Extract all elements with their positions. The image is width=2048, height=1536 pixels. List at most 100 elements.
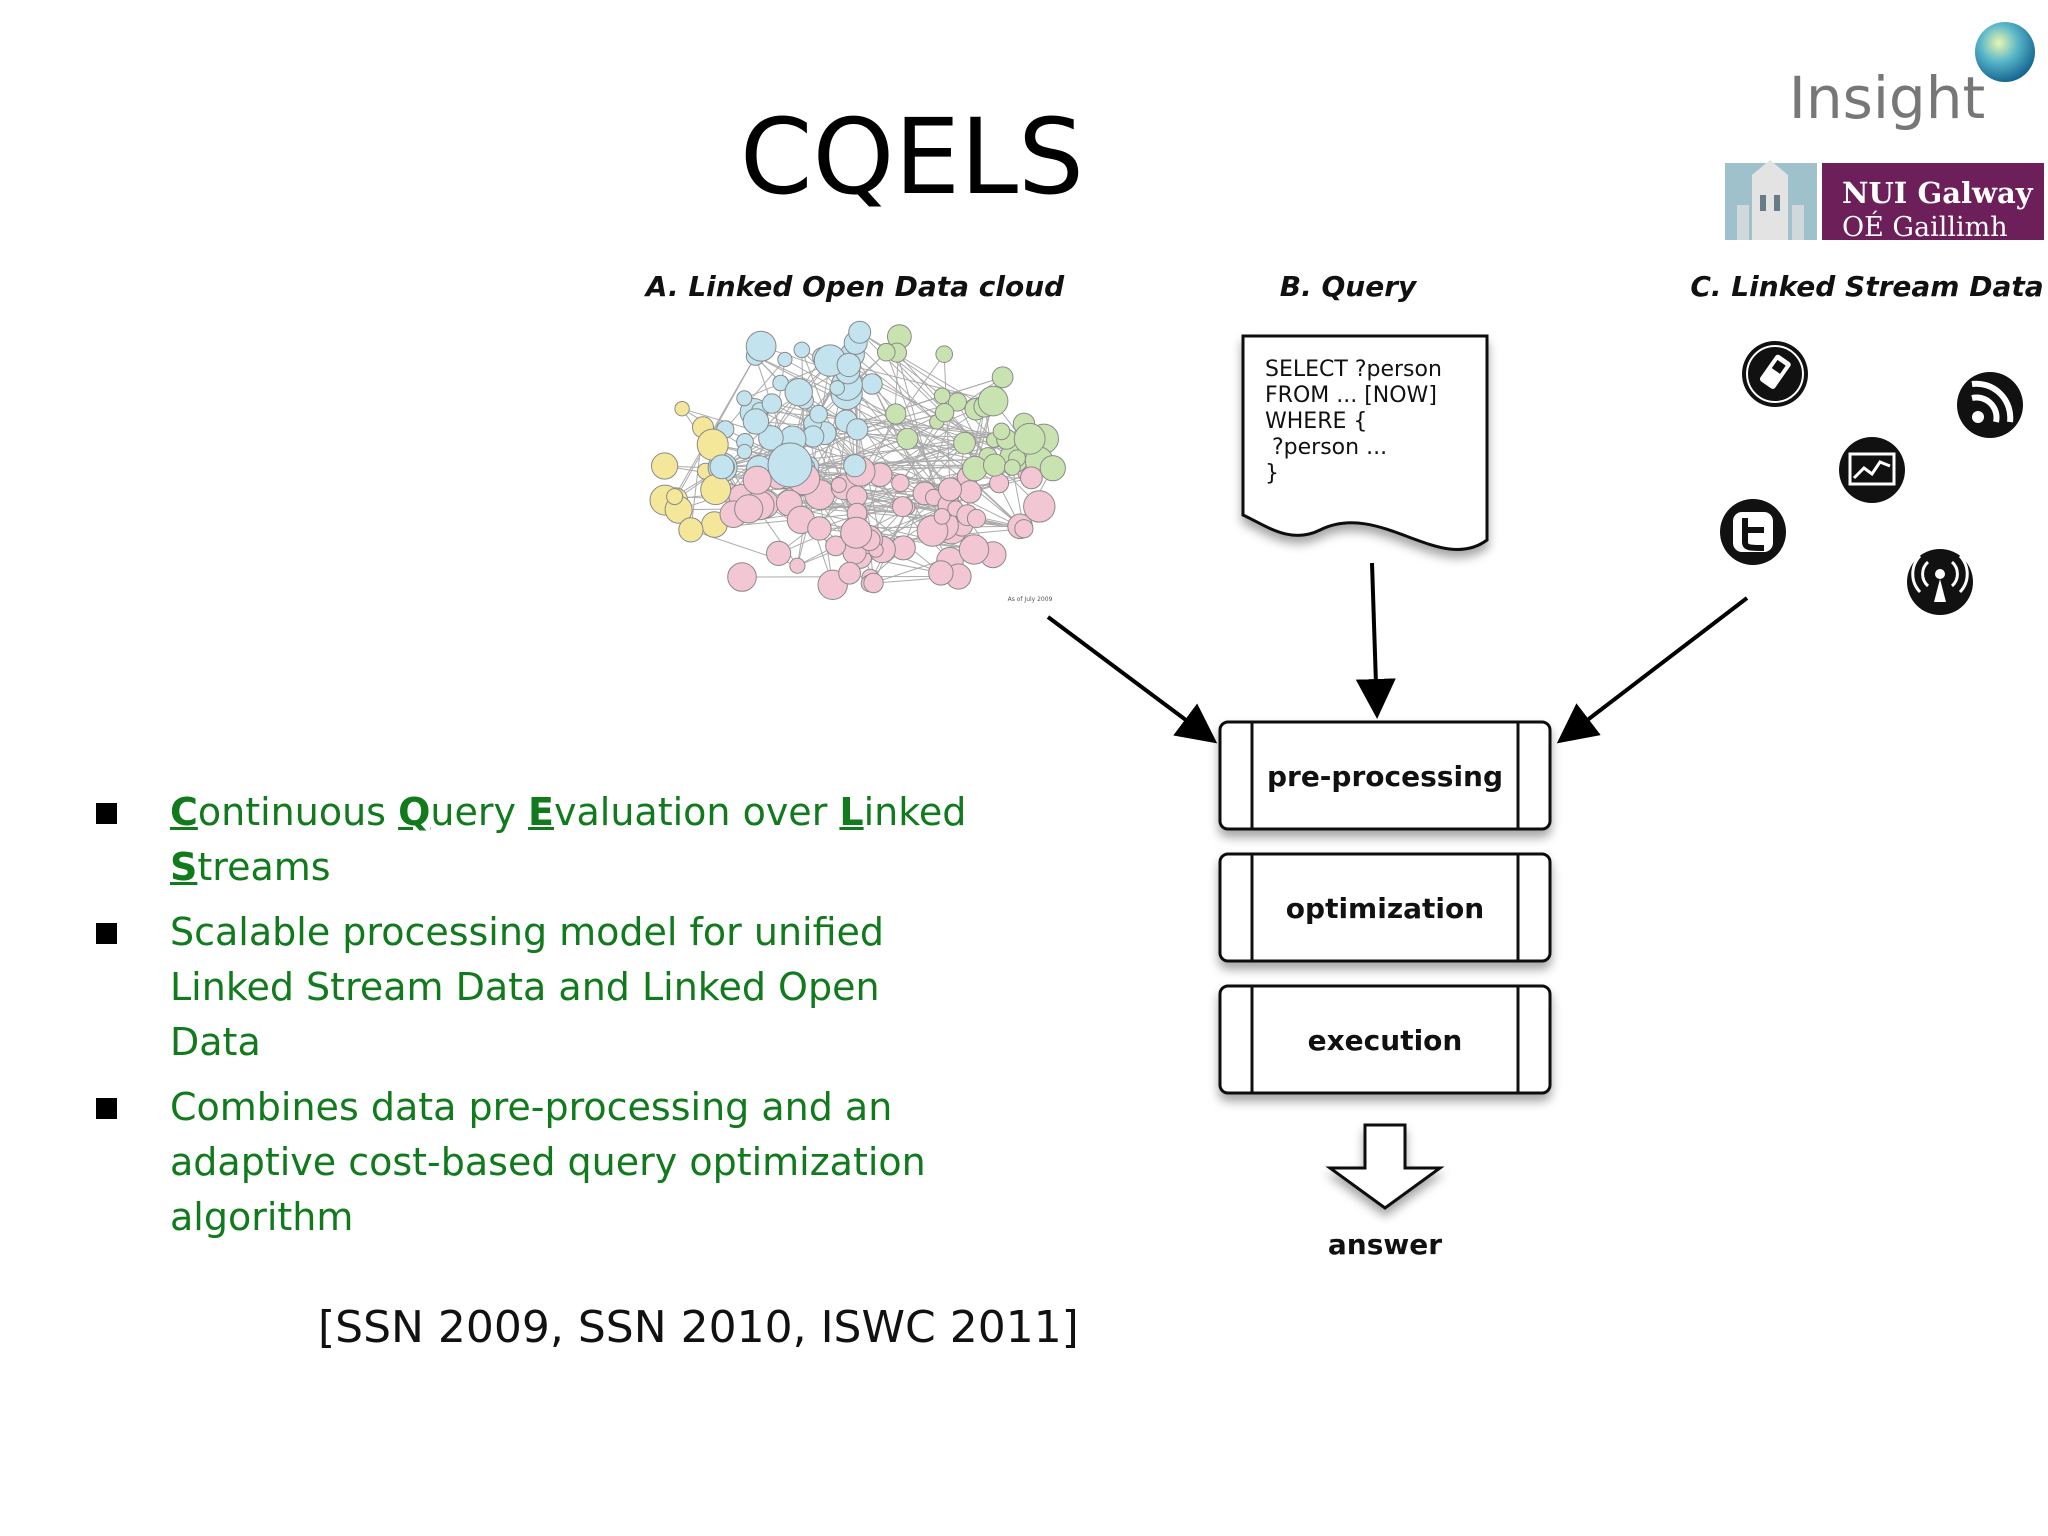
query-line-4: ?person ... bbox=[1272, 435, 1387, 460]
lod-dataset-node bbox=[947, 392, 968, 412]
stage-optimization: optimization bbox=[1218, 852, 1552, 963]
arrow-query-to-preprocessing bbox=[1355, 562, 1396, 719]
lod-link bbox=[852, 354, 938, 423]
acronym-letter: Q bbox=[398, 790, 431, 834]
nui-galway-logo: NUI Galway OÉ Gaillimh bbox=[1725, 160, 2044, 243]
lod-dataset-node bbox=[784, 378, 813, 407]
lod-dataset-node bbox=[1039, 455, 1066, 482]
query-line-3: WHERE { bbox=[1265, 409, 1367, 434]
rss-feed-icon bbox=[1957, 372, 2023, 438]
lod-dataset-node bbox=[825, 535, 846, 557]
lod-dataset-node bbox=[766, 540, 792, 567]
stage-label-execution: execution bbox=[1308, 1024, 1463, 1057]
lod-link bbox=[885, 351, 1040, 507]
lod-dataset-node bbox=[934, 403, 955, 423]
lod-dataset-node bbox=[991, 366, 1014, 389]
lod-dataset-node bbox=[836, 352, 861, 378]
bullet-text: uery bbox=[430, 790, 529, 834]
lod-dataset-node bbox=[896, 427, 919, 450]
lod-dataset-node bbox=[977, 385, 1009, 417]
lod-dataset-node bbox=[742, 465, 772, 495]
bullet-item: Scalable processing model for unified Li… bbox=[92, 905, 972, 1070]
lod-link bbox=[804, 400, 971, 493]
bullet-square-icon bbox=[96, 1098, 117, 1119]
lod-dataset-node bbox=[933, 387, 951, 405]
bullet-text: ontinuous bbox=[197, 790, 399, 834]
lod-dataset-node bbox=[1023, 490, 1056, 523]
acronym-letter: E bbox=[528, 790, 554, 834]
lod-dataset-node bbox=[928, 560, 954, 586]
lod-dataset-node bbox=[843, 454, 867, 478]
bullet-text: Combines data pre-processing and an adap… bbox=[170, 1085, 926, 1239]
university-name-panel bbox=[1822, 163, 2044, 240]
lod-link bbox=[880, 442, 965, 476]
lod-link bbox=[759, 409, 1030, 440]
lod-dataset-node bbox=[962, 455, 988, 482]
lod-link bbox=[674, 345, 762, 501]
lod-dataset-node bbox=[758, 425, 784, 451]
lod-dataset-node bbox=[1020, 466, 1043, 490]
lod-dataset-node bbox=[863, 572, 884, 594]
lod-dataset-node bbox=[736, 443, 753, 460]
insight-globe-icon bbox=[1975, 22, 2035, 82]
arrow-lod-to-preprocessing bbox=[1046, 615, 1218, 744]
linked-stream-icons bbox=[1720, 341, 2023, 615]
lod-dataset-node bbox=[793, 341, 811, 359]
bullet-square-icon bbox=[96, 803, 117, 824]
lod-dataset-node bbox=[1004, 459, 1021, 476]
bullet-square-icon bbox=[96, 923, 117, 944]
lod-dataset-node bbox=[846, 418, 869, 441]
lod-dataset-node bbox=[777, 351, 793, 368]
lod-dataset-node bbox=[829, 380, 846, 396]
insight-logo: Insight bbox=[1789, 22, 2035, 132]
twitter-icon bbox=[1720, 499, 1786, 565]
query-line-5: } bbox=[1265, 461, 1279, 486]
lod-dataset-node bbox=[938, 477, 962, 502]
output-label: answer bbox=[1328, 1228, 1442, 1261]
query-document-shape bbox=[1241, 334, 1489, 552]
lod-dataset-node bbox=[983, 453, 1007, 477]
lod-dataset-node bbox=[891, 473, 910, 493]
bullet-text: Scalable processing model for unified Li… bbox=[170, 910, 885, 1064]
lod-dataset-node bbox=[861, 373, 883, 395]
lod-dataset-node bbox=[745, 330, 777, 362]
lod-dataset-node bbox=[830, 477, 847, 493]
lod-dataset-node bbox=[809, 404, 828, 424]
lod-dataset-node bbox=[789, 557, 806, 574]
lod-dataset-node bbox=[651, 452, 679, 480]
lod-dataset-node bbox=[966, 508, 987, 529]
panel-title-stream: C. Linked Stream Data bbox=[1690, 270, 2043, 303]
lod-dataset-node bbox=[848, 320, 872, 344]
stage-label-preprocessing: pre-processing bbox=[1267, 760, 1503, 793]
lod-link bbox=[902, 401, 958, 549]
lod-dataset-node bbox=[838, 561, 861, 585]
lod-dataset-node bbox=[807, 516, 832, 541]
lod-dataset-node bbox=[678, 517, 704, 543]
lod-link bbox=[846, 384, 1025, 530]
bullet-item: Continuous Query Evaluation over Linked … bbox=[92, 785, 972, 895]
slide-title: CQELS bbox=[740, 96, 1084, 218]
lod-dataset-node bbox=[736, 390, 753, 407]
acronym-letter: C bbox=[170, 790, 198, 834]
linked-open-data-cloud: As of July 2009 bbox=[649, 320, 1066, 603]
lod-link bbox=[728, 360, 831, 494]
lod-dataset-node bbox=[709, 454, 735, 480]
lod-dataset-node bbox=[1014, 519, 1034, 539]
lod-dataset-node bbox=[767, 442, 813, 488]
lod-dataset-node bbox=[989, 473, 1010, 494]
stage-execution: execution bbox=[1218, 984, 1552, 1095]
arrow-stream-to-preprocessing bbox=[1556, 596, 1749, 744]
lod-dataset-node bbox=[761, 393, 783, 414]
lod-dataset-node bbox=[958, 534, 990, 565]
lod-dataset-node bbox=[666, 488, 684, 506]
lod-dataset-node bbox=[727, 562, 757, 592]
lod-dataset-node bbox=[933, 508, 951, 525]
wireless-sensor-icon bbox=[1907, 549, 1973, 615]
lod-link bbox=[755, 355, 1000, 484]
lod-dataset-node bbox=[958, 480, 982, 504]
lod-link bbox=[712, 444, 950, 506]
university-name-en: NUI Galway bbox=[1842, 176, 2034, 210]
insight-logo-text: Insight bbox=[1789, 64, 1986, 132]
bullet-text: valuation over bbox=[554, 790, 840, 834]
